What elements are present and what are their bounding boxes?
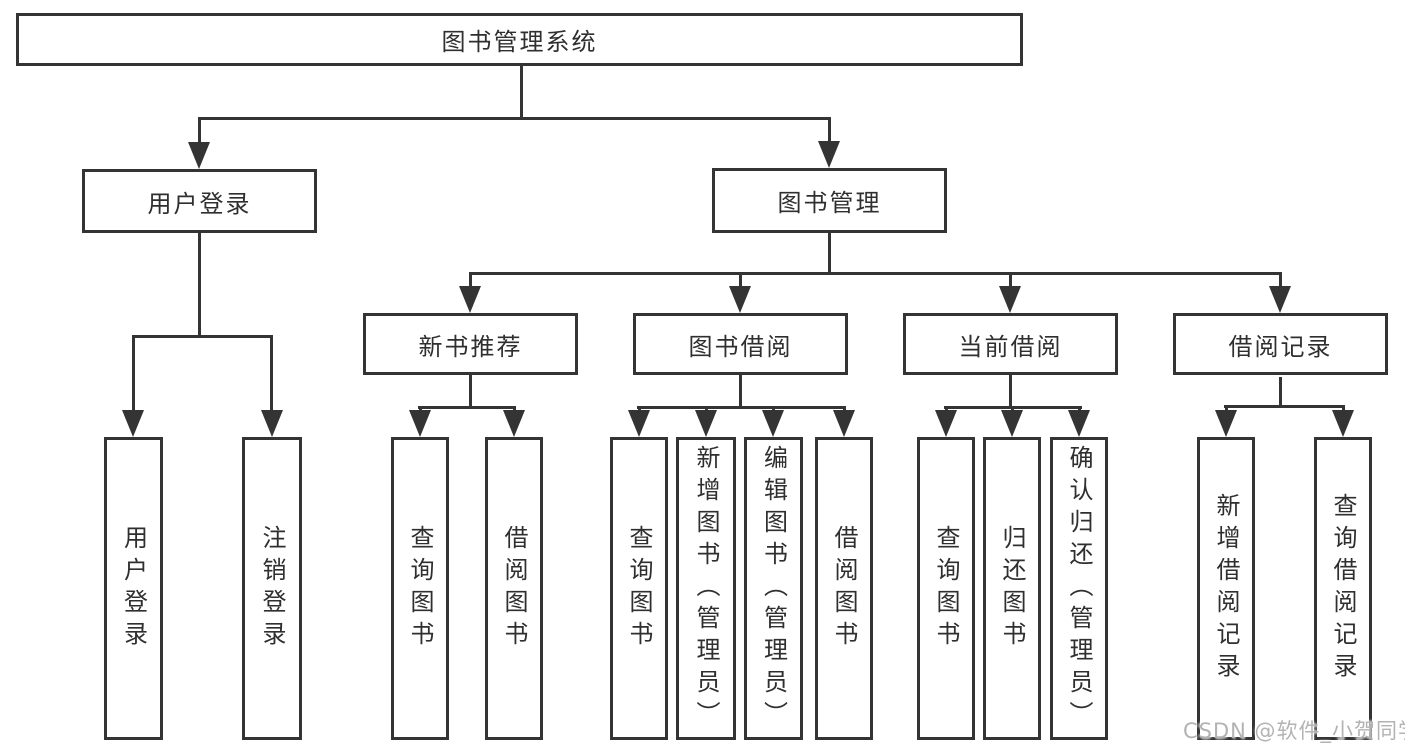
connector-root-branch — [198, 117, 830, 120]
connector-new-book-recommend-stem — [469, 375, 472, 408]
node-library-system-label: 图书管理系统 — [441, 28, 598, 56]
connector-current-borrow-stem — [1009, 375, 1012, 408]
node-book-management: 图书管理 — [712, 168, 947, 233]
leaf-label: 查询图书 — [625, 524, 653, 653]
connector-book-borrow-stem — [739, 375, 742, 408]
leaf-label: 查询图书 — [406, 524, 434, 653]
leaf-query-borrow-record: 查询借阅记录 — [1314, 437, 1372, 740]
connector-user-login-stem — [198, 233, 201, 337]
arrowhead-leaf — [1001, 410, 1023, 437]
leaf-label: 编辑图书（管理员） — [759, 444, 788, 733]
leaf-user-login: 用户登录 — [104, 437, 163, 740]
node-new-book-recommend-label: 新书推荐 — [418, 332, 523, 361]
node-borrow-records: 借阅记录 — [1173, 313, 1388, 375]
connector-line-to-user-login — [198, 117, 201, 151]
leaf-query-books-borrow: 查询图书 — [610, 437, 668, 740]
connector-book-management-stem — [828, 233, 831, 274]
connector-line-to-logout-leaf — [270, 335, 273, 415]
arrowhead-leaf — [628, 410, 650, 437]
arrowhead-to-book-management — [818, 141, 840, 168]
leaf-label: 确认归还（管理员） — [1065, 444, 1093, 733]
node-user-login-label: 用户登录 — [147, 189, 252, 218]
leaf-edit-books-admin: 编辑图书（管理员） — [744, 437, 803, 740]
arrowhead-leaf — [1215, 410, 1237, 437]
arrowhead-leaf — [1332, 410, 1354, 437]
node-current-borrow-label: 当前借阅 — [958, 332, 1063, 361]
leaf-label: 查询图书 — [932, 524, 960, 653]
arrowhead-leaf — [409, 410, 431, 437]
arrowhead-to-current-borrow — [999, 286, 1021, 313]
leaf-label: 借阅图书 — [500, 524, 528, 653]
arrowhead-leaf — [503, 410, 525, 437]
node-borrow-records-label: 借阅记录 — [1228, 332, 1333, 361]
connector-user-login-branch — [132, 335, 273, 338]
node-library-system: 图书管理系统 — [16, 13, 1023, 66]
connector-line-to-book-management — [828, 117, 831, 151]
leaf-confirm-return-admin: 确认归还（管理员） — [1050, 437, 1108, 740]
node-new-book-recommend: 新书推荐 — [363, 313, 578, 375]
arrowhead-to-book-borrow — [729, 286, 751, 313]
leaf-query-books-current: 查询图书 — [917, 437, 975, 740]
node-current-borrow: 当前借阅 — [903, 313, 1118, 375]
connector-book-borrow-branch — [637, 406, 846, 409]
arrowhead-leaf — [1068, 410, 1090, 437]
node-book-management-label: 图书管理 — [777, 189, 882, 217]
arrowhead-leaf — [695, 410, 717, 437]
watermark: CSDN @软件_小贺同学 — [1183, 719, 1405, 743]
leaf-borrow-books: 借阅图书 — [815, 437, 873, 740]
leaf-label: 用户登录 — [119, 524, 148, 653]
leaf-borrow-books-recommend: 借阅图书 — [485, 437, 543, 740]
leaf-add-books-admin: 新增图书（管理员） — [676, 437, 736, 740]
arrowhead-to-borrow-records — [1269, 286, 1291, 313]
connector-line-to-current-borrow — [1009, 272, 1012, 292]
connector-new-book-recommend-branch — [418, 406, 516, 409]
arrowhead-to-logout-leaf — [261, 410, 283, 437]
node-user-login: 用户登录 — [82, 169, 317, 233]
leaf-return-books: 归还图书 — [983, 437, 1041, 740]
leaf-query-books-recommend: 查询图书 — [391, 437, 449, 740]
connector-line-to-new-book-recommend — [469, 272, 472, 292]
arrowhead-leaf — [762, 410, 784, 437]
connector-line-to-login-leaf — [132, 335, 135, 415]
arrowhead-leaf — [935, 410, 957, 437]
leaf-label: 注销登录 — [258, 524, 286, 653]
connector-line-to-borrow-records — [1279, 272, 1282, 292]
connector-book-management-branch — [469, 272, 1282, 275]
node-book-borrow-label: 图书借阅 — [688, 332, 793, 361]
arrowhead-leaf — [833, 410, 855, 437]
connector-borrow-records-stem — [1279, 377, 1282, 407]
leaf-label: 新增图书（管理员） — [692, 444, 720, 733]
connector-line-to-book-borrow — [739, 272, 742, 292]
arrowhead-to-new-book-recommend — [459, 286, 481, 313]
leaf-label: 新增借阅记录 — [1212, 492, 1240, 685]
connector-root-stem — [520, 64, 523, 119]
leaf-label: 归还图书 — [998, 524, 1026, 653]
leaf-label: 查询借阅记录 — [1329, 492, 1357, 685]
leaf-label: 借阅图书 — [830, 524, 858, 653]
leaf-logout: 注销登录 — [242, 437, 302, 740]
connector-borrow-records-branch — [1224, 405, 1345, 408]
leaf-add-borrow-record: 新增借阅记录 — [1197, 437, 1255, 740]
arrowhead-to-login-leaf — [122, 410, 144, 437]
node-book-borrow: 图书借阅 — [633, 313, 848, 375]
arrowhead-to-user-login — [188, 142, 210, 169]
